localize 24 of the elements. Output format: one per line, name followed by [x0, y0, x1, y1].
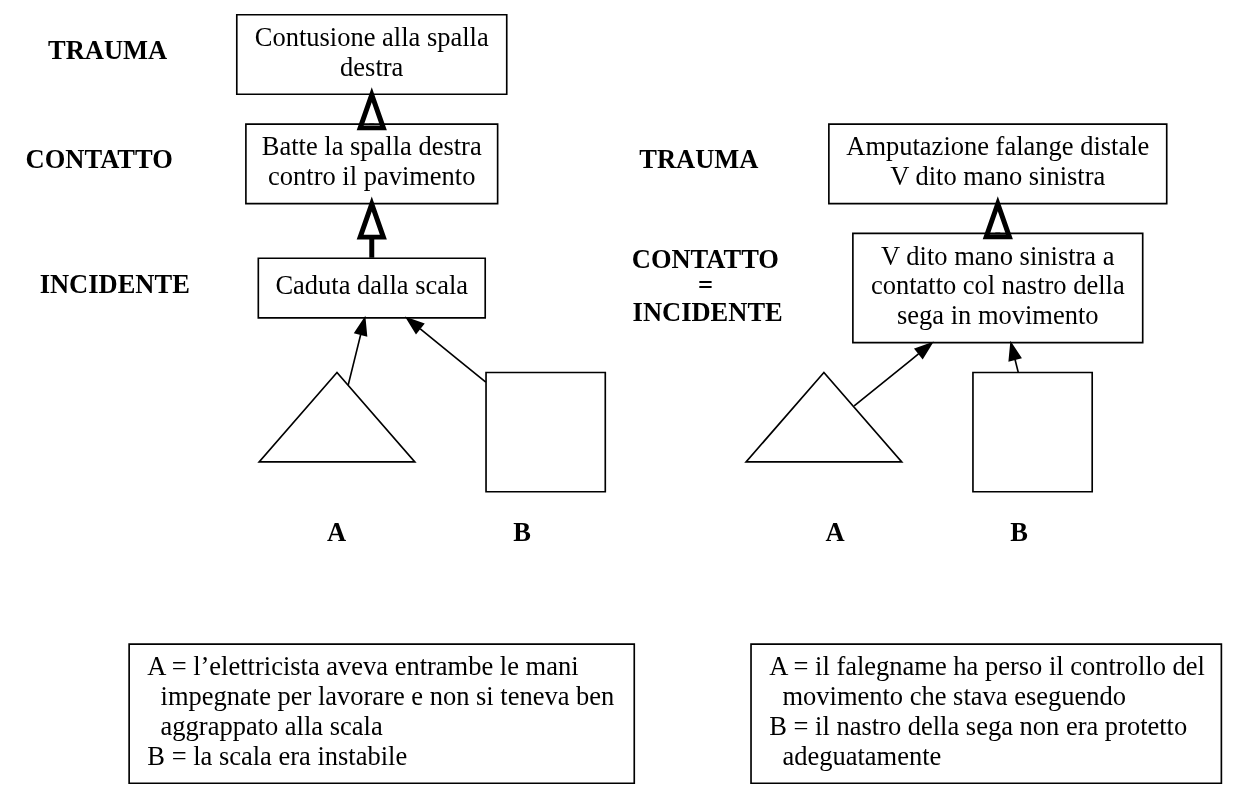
- node-box: [485, 371, 607, 493]
- arrow: [853, 341, 934, 407]
- arrow: [404, 316, 487, 383]
- node-label: A: [327, 517, 347, 548]
- node-label: B: [1010, 517, 1028, 548]
- node-label: INCIDENTE: [39, 268, 190, 299]
- node-label: A: [825, 517, 845, 548]
- arrow: [356, 87, 387, 131]
- node-box: A = l’elettricista aveva entrambe le mani impegnate per lavorare e non si teneva ben aggrappato alla scala B = la scala era instabile: [128, 643, 636, 785]
- node-box: Caduta dalla scala: [257, 257, 487, 319]
- node-label: CONTATTO: [25, 144, 173, 175]
- node-triangle: [744, 371, 904, 463]
- arrow: [356, 196, 387, 258]
- node-box: A = il falegname ha perso il controllo del movimento che stava eseguendo B = il nastro della sega non era protetto adeguatamente: [750, 643, 1223, 785]
- node-label: B: [513, 517, 532, 548]
- arrow: [1008, 340, 1022, 374]
- node-triangle: [257, 371, 417, 463]
- node-label: TRAUMA: [639, 144, 759, 175]
- node-box: Contusione alla spalla destra: [235, 13, 508, 96]
- node-label: TRAUMA: [47, 35, 168, 66]
- node-box: Amputazione falange distale V dito mano sinistra: [828, 123, 1168, 205]
- arrow: [982, 196, 1013, 240]
- node-box: [972, 371, 1093, 493]
- arrow: [347, 315, 368, 386]
